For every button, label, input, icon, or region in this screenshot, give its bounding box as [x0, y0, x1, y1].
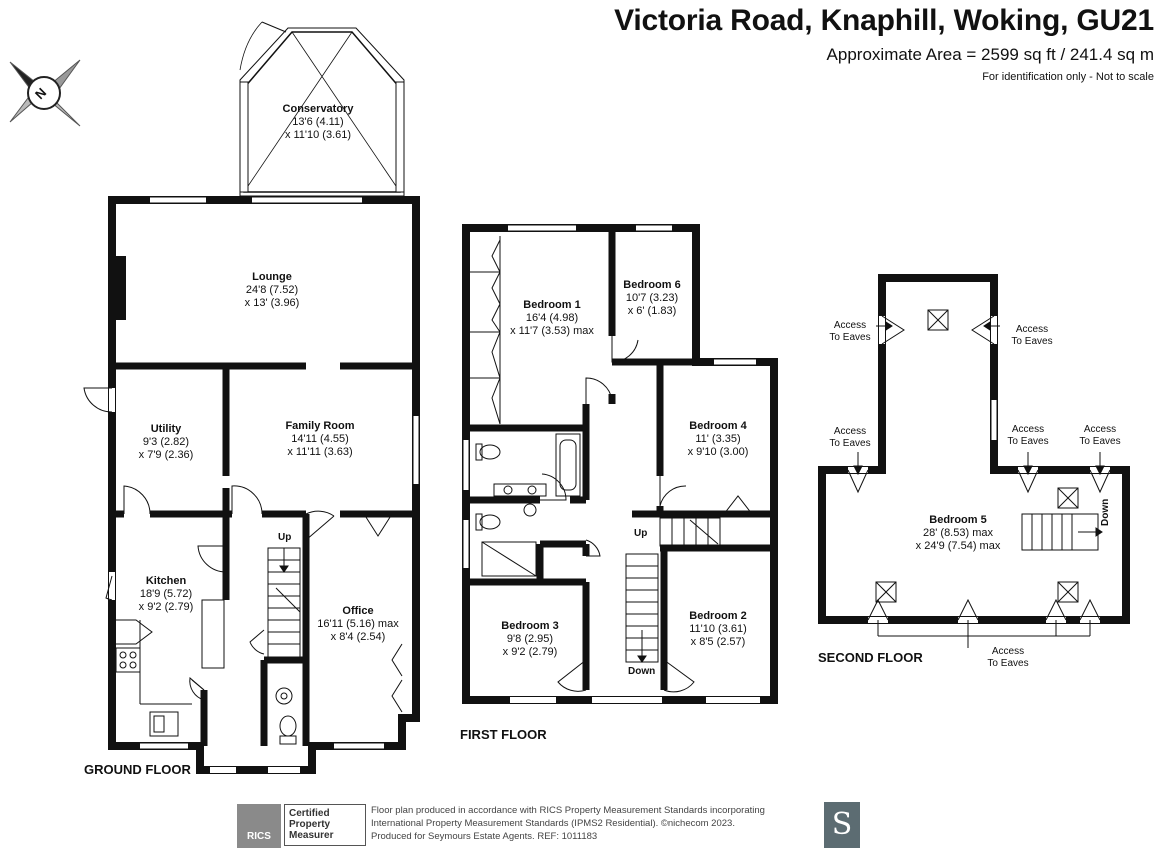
room-dim-2: x 8'4 (2.54) [330, 631, 386, 643]
room-name: Bedroom 4 [689, 420, 747, 432]
ground-floor-plan [83, 21, 420, 774]
eaves-text: To Eaves [829, 332, 871, 343]
room-dim-2: x 9'2 (2.79) [502, 646, 558, 658]
ground-floor-label: GROUND FLOOR [84, 762, 191, 777]
access-text: Access [833, 320, 867, 331]
disclaimer-line-2: International Property Measurement Stand… [371, 818, 735, 829]
room-dim-2: x 11'10 (3.61) [284, 129, 352, 141]
room-name: Office [342, 605, 374, 617]
first-floor-plan [462, 224, 778, 704]
room-dim-2: x 8'5 (2.57) [690, 636, 746, 648]
stairs-up-label: Up [634, 528, 648, 539]
room-dim-1: 14'11 (4.55) [291, 433, 349, 445]
rics-certified-badge: RICS Certified Property Measurer [237, 804, 368, 848]
eaves-text: To Eaves [829, 438, 871, 449]
property-title: Victoria Road, Knaphill, Woking, GU21 [614, 4, 1154, 37]
room-dim-1: 18'9 (5.72) [139, 588, 193, 600]
eaves-text: To Eaves [1011, 336, 1053, 347]
access-text: Access [1011, 424, 1045, 435]
room-name: Conservatory [282, 103, 354, 115]
second-floor-label: SECOND FLOOR [818, 650, 923, 665]
room-name: Utility [150, 423, 182, 435]
access-text: Access [1083, 424, 1117, 435]
access-text: Access [1015, 324, 1049, 335]
compass-icon [9, 59, 81, 127]
rics-logo: RICS [237, 804, 281, 848]
stairs-down-label: Down [1100, 498, 1111, 526]
room-dim-2: x 6' (1.83) [627, 305, 677, 317]
room-name: Bedroom 3 [501, 620, 559, 632]
rics-badge-text: Certified Property Measurer [284, 804, 366, 846]
room-dim-1: 11'10 (3.61) [689, 623, 747, 635]
room-dim-2: x 9'2 (2.79) [138, 601, 194, 613]
room-dim-1: 24'8 (7.52) [245, 284, 299, 296]
rics-line-2: Property [289, 819, 331, 830]
room-dim-1: 9'8 (2.95) [506, 633, 554, 645]
room-dim-1: 16'11 (5.16) max [317, 618, 399, 630]
room-dim-1: 11' (3.35) [695, 433, 741, 445]
room-dim-2: x 9'10 (3.00) [687, 446, 749, 458]
eaves-text: To Eaves [1007, 436, 1049, 447]
stairs-up-label: Up [278, 532, 292, 543]
room-dim-1: 16'4 (4.98) [525, 312, 579, 324]
access-text: Access [833, 426, 867, 437]
room-dim-1: 13'6 (4.11) [292, 116, 344, 128]
room-name: Lounge [252, 271, 292, 283]
disclaimer-text: Floor plan produced in accordance with R… [371, 804, 765, 843]
rics-logo-text: RICS [247, 831, 271, 842]
disclaimer-line-3: Produced for Seymours Estate Agents. REF… [371, 831, 598, 842]
rics-line-1: Certified [289, 808, 330, 819]
stairs-down-label: Down [628, 666, 656, 677]
seymours-logo: S [824, 802, 860, 848]
room-dim-2: x 7'9 (2.36) [138, 449, 194, 461]
room-name: Family Room [285, 420, 355, 432]
eaves-text: To Eaves [987, 658, 1029, 669]
room-dim-1: 9'3 (2.82) [142, 436, 190, 448]
eaves-text: To Eaves [1079, 436, 1121, 447]
approximate-area: Approximate Area = 2599 sq ft / 241.4 sq… [826, 45, 1154, 64]
room-name: Bedroom 6 [623, 279, 681, 291]
room-dim-2: x 13' (3.96) [244, 297, 300, 309]
identification-note: For identification only - Not to scale [982, 71, 1154, 83]
second-floor-plan [818, 274, 1130, 648]
room-name: Bedroom 1 [523, 299, 581, 311]
room-dim-1: 10'7 (3.23) [625, 292, 679, 304]
rics-line-3: Measurer [289, 830, 334, 841]
room-dim-2: x 11'7 (3.53) max [510, 325, 594, 337]
room-name: Bedroom 5 [929, 514, 987, 526]
first-floor-label: FIRST FLOOR [460, 727, 547, 742]
room-dim-1: 28' (8.53) max [923, 527, 993, 539]
disclaimer-line-1: Floor plan produced in accordance with R… [371, 805, 765, 816]
room-dim-2: x 11'11 (3.63) [287, 446, 353, 458]
access-text: Access [991, 646, 1025, 657]
room-name: Bedroom 2 [689, 610, 747, 622]
room-dim-2: x 24'9 (7.54) max [915, 540, 1001, 552]
room-name: Kitchen [145, 575, 187, 587]
